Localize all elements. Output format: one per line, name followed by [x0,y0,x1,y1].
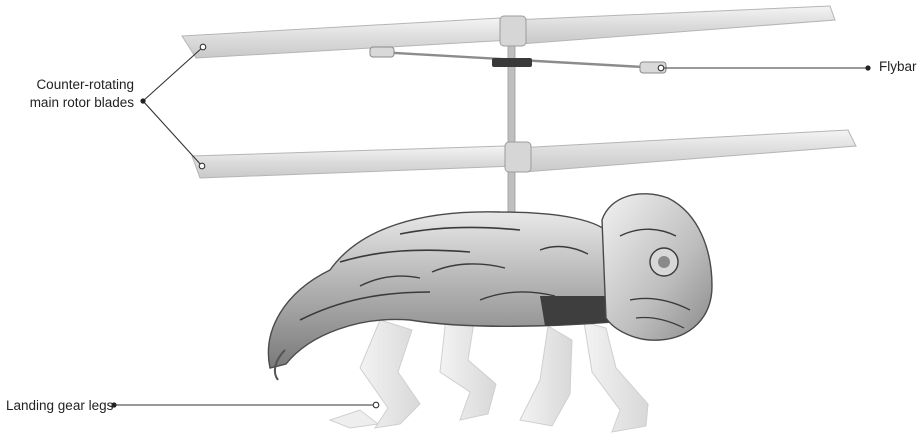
helicopter-head [602,194,712,340]
flybar-label: Flybar [879,58,917,76]
gear-pointer-dot [373,402,379,408]
rotor-label-line-2: main rotor blades [0,94,134,112]
lower-rotor-blade [192,130,856,178]
flybar-pointer-dot [658,65,664,71]
rotor-leader-junction-dot [140,98,145,103]
rotor-leader-line [143,47,203,166]
lower-blade-pointer-dot [199,163,205,169]
upper-blade-pointer-dot [200,44,206,50]
flybar [370,47,666,73]
landing-gear-label: Landing gear legs [6,397,113,415]
rotor-blades-label: Counter-rotating main rotor blades [0,76,134,112]
rotor-mast [508,22,515,222]
rotor-label-line-1: Counter-rotating [0,76,134,94]
landing-gear [330,318,648,432]
flybar-label-dot [865,65,870,70]
